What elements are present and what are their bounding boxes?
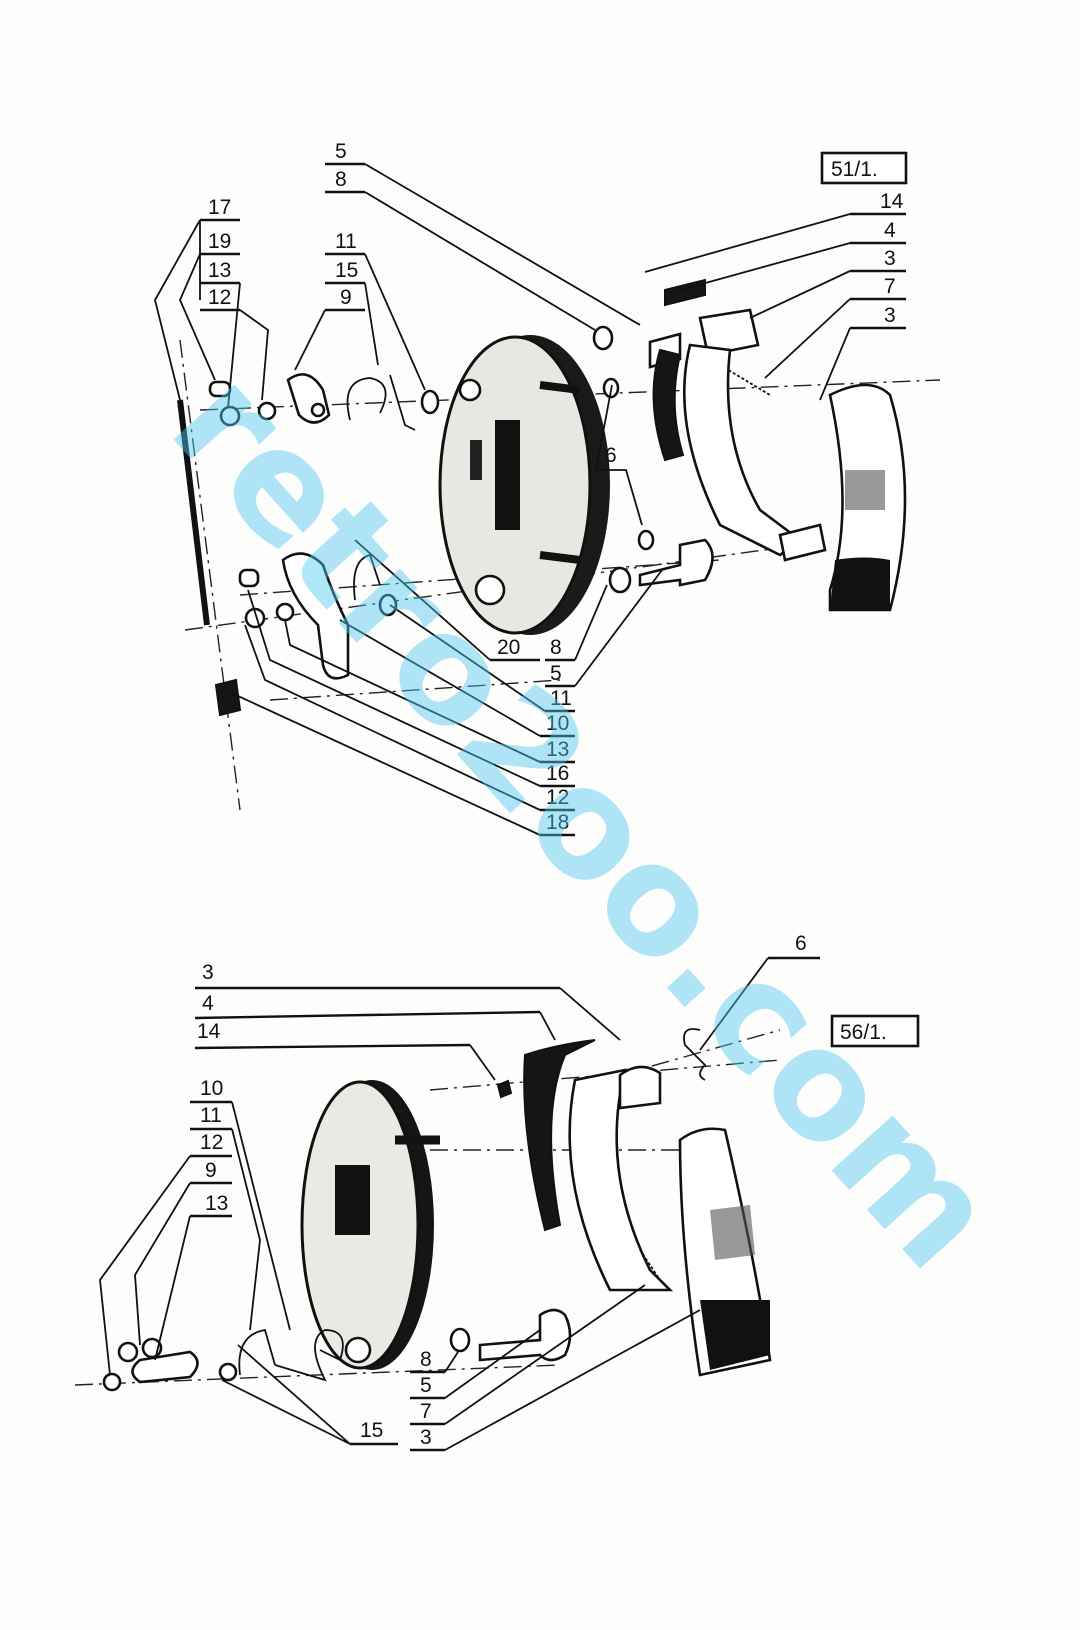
callout-8b: 8 <box>550 636 562 659</box>
callout-13b: 13 <box>546 738 569 761</box>
figure-id: 56/1. <box>840 1021 887 1044</box>
callout-7: 7 <box>884 275 896 298</box>
callout-3: 3 <box>202 961 214 984</box>
callout-16: 16 <box>546 762 569 785</box>
callout-12: 12 <box>208 286 231 309</box>
callout-8: 8 <box>420 1348 432 1371</box>
callout-9: 9 <box>340 286 352 309</box>
callout-12: 12 <box>200 1131 223 1154</box>
callout-6: 6 <box>605 444 617 467</box>
callout-3: 3 <box>884 247 896 270</box>
callout-18: 18 <box>546 811 569 834</box>
figure-56: 56/1. <box>74 932 920 1452</box>
callout-3b: 3 <box>420 1426 432 1449</box>
callout-12b: 12 <box>546 786 569 809</box>
callout-11: 11 <box>200 1104 222 1127</box>
callout-8: 8 <box>335 168 347 191</box>
callout-5: 5 <box>335 140 347 163</box>
callout-15: 15 <box>335 259 358 282</box>
callout-10: 10 <box>200 1077 223 1100</box>
callout-4: 4 <box>202 992 214 1015</box>
callout-10: 10 <box>546 712 569 735</box>
callout-5: 5 <box>420 1374 432 1397</box>
callout-13: 13 <box>208 259 231 282</box>
backing-plate <box>300 1080 440 1370</box>
callout-14: 14 <box>197 1020 221 1043</box>
callout-11: 11 <box>335 230 357 253</box>
callout-5b: 5 <box>550 662 562 685</box>
brake-lining <box>678 1127 772 1377</box>
callout-11b: 11 <box>550 687 572 710</box>
callout-13: 13 <box>205 1192 228 1215</box>
figure-51: 51/1. <box>154 140 941 837</box>
callout-9: 9 <box>205 1159 217 1182</box>
figure-id-box <box>830 1014 920 1048</box>
callout-7: 7 <box>420 1400 432 1423</box>
callout-14: 14 <box>880 190 904 213</box>
callout-20: 20 <box>497 636 520 659</box>
backing-plate <box>438 335 610 635</box>
figure-id: 51/1. <box>831 158 878 181</box>
callout-19: 19 <box>208 230 231 253</box>
brake-lining <box>828 383 907 612</box>
callout-15: 15 <box>360 1419 383 1442</box>
callout-6: 6 <box>795 932 807 955</box>
callout-3b: 3 <box>884 304 896 327</box>
callout-17: 17 <box>208 196 231 219</box>
figure-id-box <box>820 151 908 185</box>
callout-4: 4 <box>884 219 896 242</box>
